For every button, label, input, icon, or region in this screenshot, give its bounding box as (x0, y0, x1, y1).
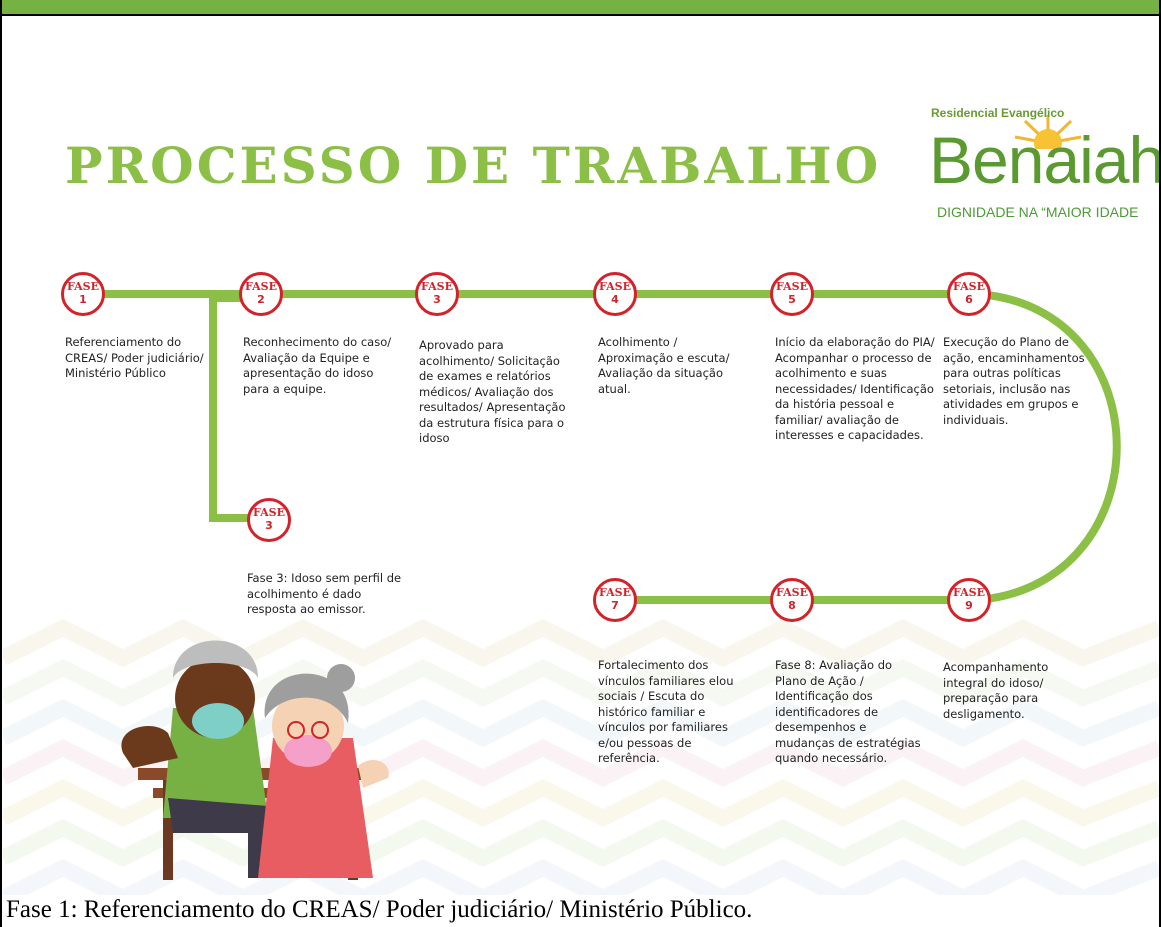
background-art (3, 290, 1159, 895)
top-green-bar (0, 0, 1161, 16)
flow-line (79, 290, 1121, 604)
logo-name: Benaiah (929, 123, 1159, 197)
phase-1-description: Referenciamento do CREAS/ Poder judiciár… (65, 335, 204, 380)
phase-5-description: Início da elaboração do PIA/ Acompanhar … (775, 335, 935, 442)
logo-tagline: DIGNIDADE NA “MAIOR IDADE (937, 204, 1139, 220)
chevron-pattern (3, 619, 1159, 895)
sun-icon (1014, 115, 1082, 149)
document-caption: Fase 1: Referenciamento do CREAS/ Poder … (6, 896, 753, 923)
phase-2-description: Reconhecimento do caso/ Avaliação da Equ… (243, 335, 392, 396)
phase-3-branch-description: Fase 3: Idoso sem perfil de acolhimento … (247, 571, 402, 616)
poster-title: PROCESSO DE TRABALHO (65, 136, 882, 195)
phase-7-description: Fortalecimento dos vínculos familiares e… (598, 658, 734, 765)
logo-subtitle: Residencial Evangélico (931, 106, 1065, 120)
phase-6-description: Execução do Plano de ação, encaminhament… (943, 335, 1085, 427)
phase-9-description: Acompanhamento integral do idoso/ prepar… (943, 660, 1049, 721)
process-poster: PROCESSO DE TRABALHO Residencial Evangél… (3, 18, 1159, 895)
phase-3-description: Aprovado para acolhimento/ Solicitação d… (419, 338, 566, 445)
elderly-couple-illustration (121, 640, 389, 880)
phase-4-description: Acolhimento / Aproximação e escuta/ Aval… (598, 335, 730, 396)
phase-8-description: Fase 8: Avaliação do Plano de Ação / Ide… (775, 658, 921, 765)
